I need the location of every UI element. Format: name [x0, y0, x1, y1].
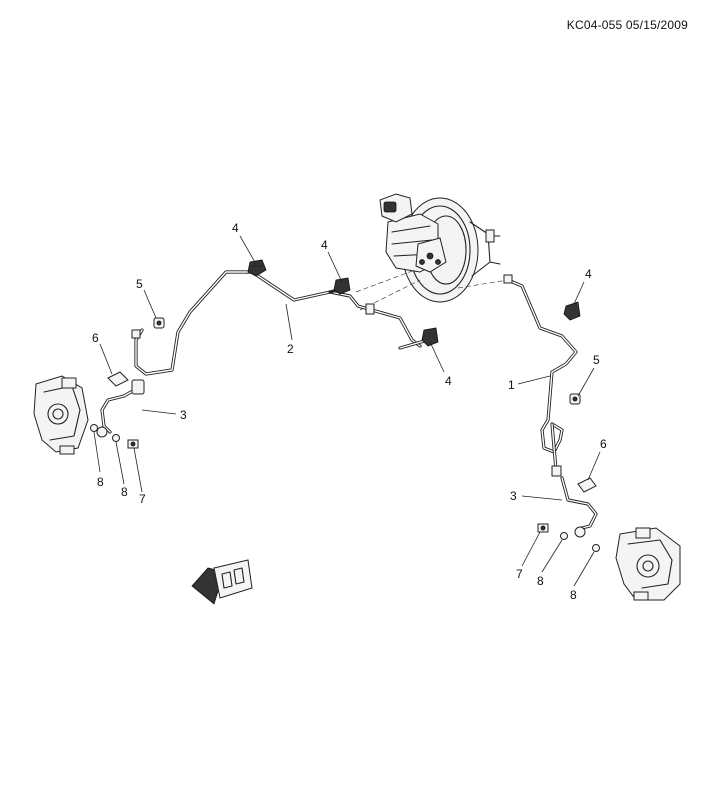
brake-caliper-left — [33, 375, 89, 455]
callout-3: 3 — [510, 489, 517, 503]
callout-5: 5 — [593, 353, 600, 367]
callout-5: 5 — [136, 277, 143, 291]
washer — [90, 424, 98, 432]
hose-bracket — [107, 371, 129, 387]
document-id: KC04-055 05/15/2009 — [566, 18, 688, 32]
callout-7: 7 — [516, 567, 523, 581]
brake-pipe-right — [503, 274, 578, 477]
callout-4: 4 — [445, 374, 452, 388]
pipe-clip — [563, 301, 581, 321]
washer — [560, 532, 568, 540]
brake-hose-left — [96, 379, 145, 438]
retainer-clip — [569, 393, 581, 405]
hose-bracket — [577, 477, 597, 493]
washer — [112, 434, 120, 442]
callout-8: 8 — [537, 574, 544, 588]
callout-4: 4 — [585, 267, 592, 281]
pipe-clip — [421, 327, 439, 347]
washer — [592, 544, 600, 552]
pipe-clip — [333, 277, 351, 295]
brake-hose-right — [560, 476, 598, 538]
callout-4: 4 — [321, 238, 328, 252]
callout-1: 1 — [508, 378, 515, 392]
callout-7: 7 — [139, 492, 146, 506]
callout-4: 4 — [232, 221, 239, 235]
assembly-line — [355, 269, 416, 293]
retainer-clip — [153, 317, 165, 329]
brake-pipe-left — [131, 270, 430, 376]
vehicle-front-arrow-icon — [191, 559, 253, 605]
leader-lines — [93, 235, 601, 587]
callout-8: 8 — [97, 475, 104, 489]
callout-2: 2 — [287, 342, 294, 356]
callout-6: 6 — [92, 331, 99, 345]
pipe-clip — [247, 259, 267, 277]
callout-3: 3 — [180, 408, 187, 422]
banjo-bolt — [537, 523, 549, 533]
assembly-line — [457, 279, 509, 289]
callout-8: 8 — [570, 588, 577, 602]
banjo-bolt — [127, 439, 139, 449]
callout-8: 8 — [121, 485, 128, 499]
callout-6: 6 — [600, 437, 607, 451]
brake-booster-assembly — [379, 193, 501, 303]
brake-caliper-right — [615, 527, 681, 601]
